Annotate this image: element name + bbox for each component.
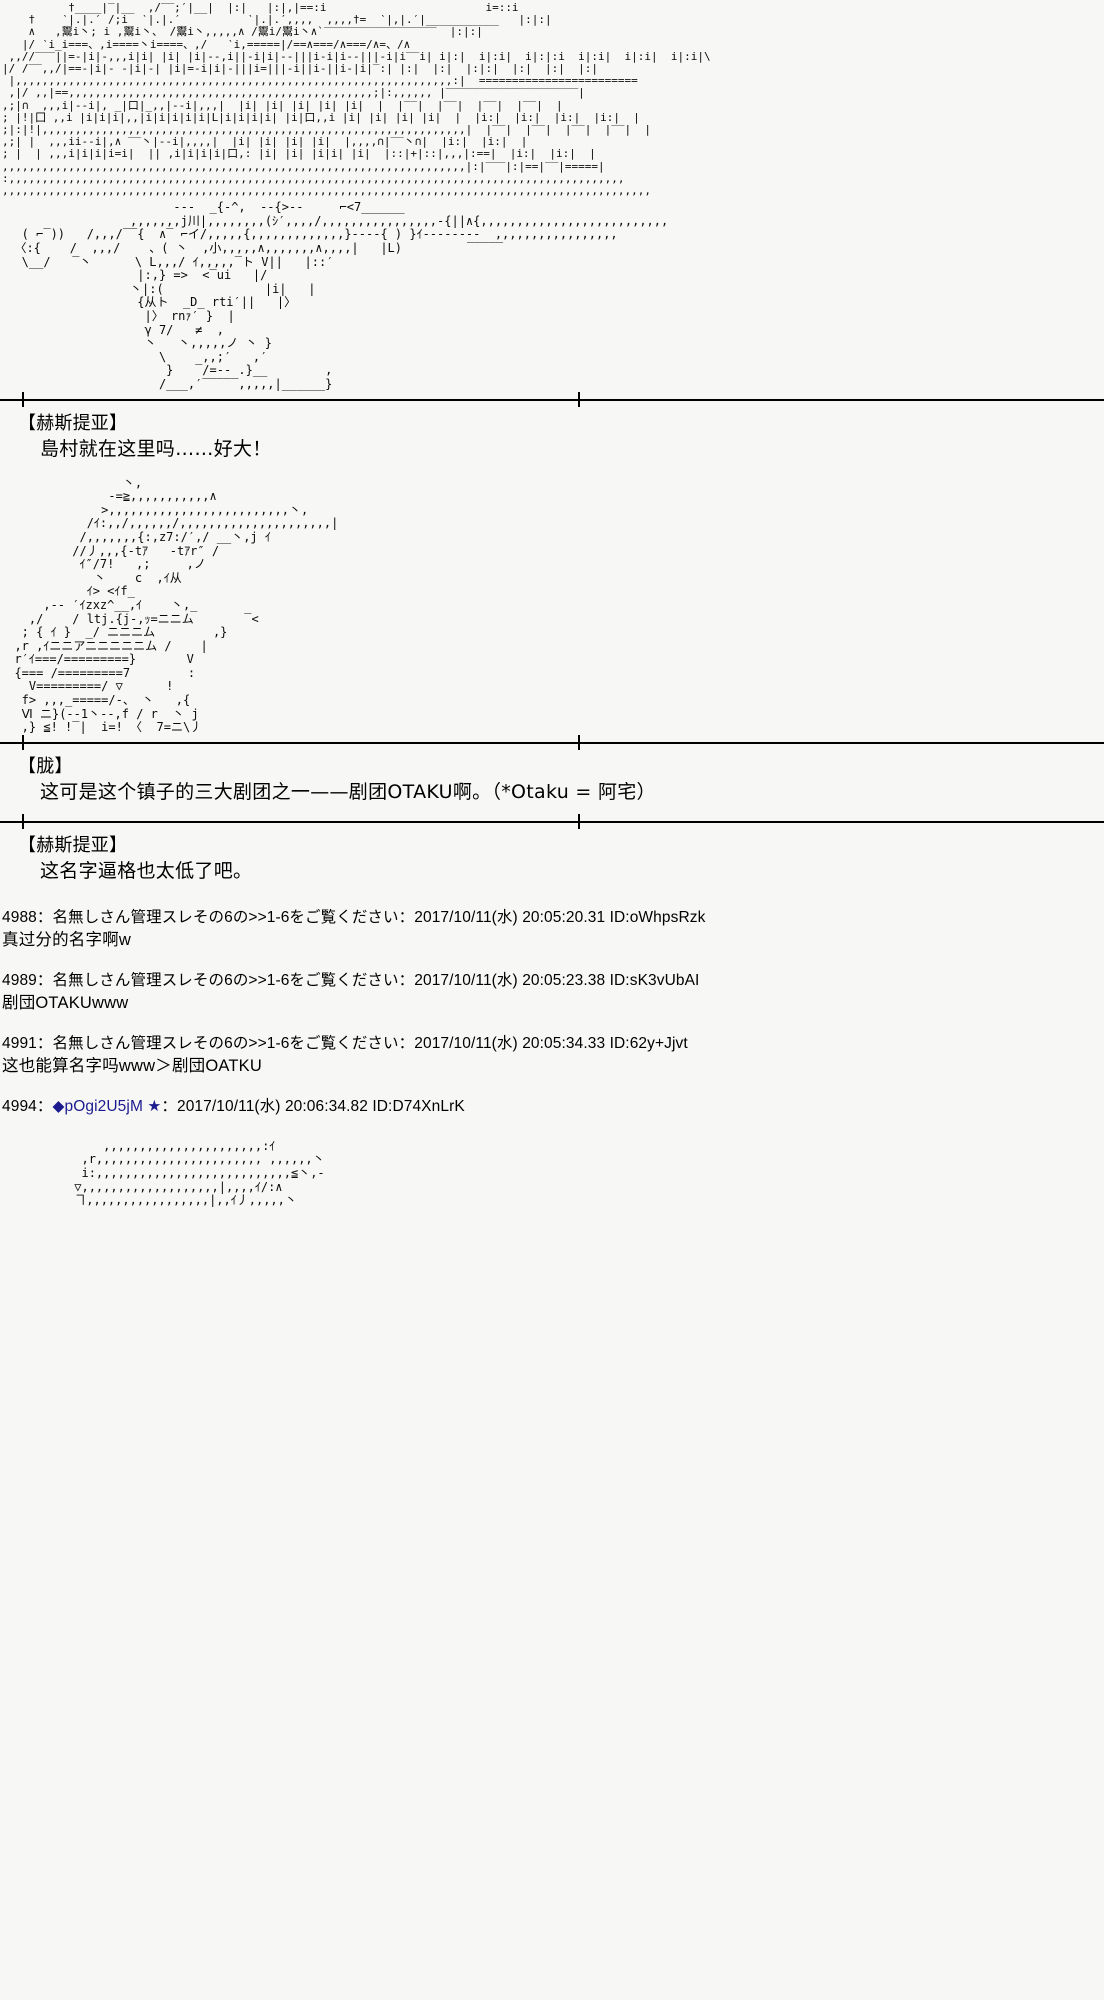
dialogue-line: 島村就在这里吗……好大！ <box>40 437 272 460</box>
separator-tick-right <box>578 391 580 407</box>
post-number: 4988 <box>2 908 37 926</box>
post-item: 4989：名無しさん管理スレその6の>>1-6をご覧ください：2017/10/1… <box>2 970 1104 1015</box>
post-number: 4991 <box>2 1034 37 1052</box>
separator-rule <box>0 820 1104 823</box>
thread-page: †____|‾|__ ,/‾‾;′|__| |:| |:|,|==:i i=::… <box>0 1 1104 1208</box>
post-item: 4991：名無しさん管理スレその6の>>1-6をご覧ください：2017/10/1… <box>2 1033 1104 1078</box>
ascii-art-character-3: ,,,,,,,,,,,,,,,,,,,,,,:ｲ ,r,,,,,,,,,,,,,… <box>74 1138 325 1208</box>
post-colon: ： <box>161 1097 177 1115</box>
post-meta: 4991：名無しさん管理スレその6の>>1-6をご覧ください：2017/10/1… <box>2 1033 1104 1055</box>
dialogue-block-3: 【赫斯提亚】 这名字逼格也太低了吧。 <box>0 828 1104 893</box>
post-meta: 4994：◆pOgi2U5jM ★：2017/10/11(水) 20:06:34… <box>2 1096 1104 1118</box>
dialogue-line: 这名字逼格也太低了吧。 <box>40 859 253 882</box>
post-author: 名無しさん管理スレその6の>>1-6をご覧ください <box>52 908 399 926</box>
separator-tick-left <box>22 391 24 407</box>
post-colon: ： <box>398 908 415 926</box>
post-colon: ： <box>36 1097 53 1115</box>
dialogue-block-1: 【赫斯提亚】 島村就在这里吗……好大！ <box>0 406 1104 471</box>
ascii-art-character-2: 丶, -=≧,,,,,,,,,,,∧ >,,,,,,,,,,,,,,,,,,,,… <box>14 475 339 735</box>
separator-tick-left <box>22 734 24 750</box>
post-star-icon: ★ <box>147 1097 162 1115</box>
post-id: ID:62y+Jjvt <box>609 1034 688 1052</box>
ascii-art-building: †____|‾|__ ,/‾‾;′|__| |:| |:|,|==:i i=::… <box>2 1 711 198</box>
dialogue-speaker: 【赫斯提亚】 <box>18 834 128 856</box>
dialogue-separator-top <box>0 391 1104 407</box>
post-author: 名無しさん管理スレその6の>>1-6をご覧ください <box>52 971 399 989</box>
post-meta: 4988：名無しさん管理スレその6の>>1-6をご覧ください：2017/10/1… <box>2 907 1104 929</box>
post-date: 2017/10/11(水) 20:05:34.33 <box>414 1034 606 1052</box>
post-id: ID:D74XnLrK <box>372 1097 465 1115</box>
post-id: ID:oWhpsRzk <box>609 908 706 926</box>
dialogue-separator-middle <box>0 734 1104 750</box>
separator-rule <box>0 741 1104 744</box>
post-number: 4994 <box>2 1097 37 1115</box>
post-colon: ： <box>36 908 53 926</box>
post-item: 4994：◆pOgi2U5jM ★：2017/10/11(水) 20:06:34… <box>2 1096 1104 1118</box>
post-item: 4988：名無しさん管理スレその6の>>1-6をご覧ください：2017/10/1… <box>2 907 1104 952</box>
post-date: 2017/10/11(水) 20:06:34.82 <box>176 1097 368 1115</box>
dialogue-block-2: 【胧】 这可是这个镇子的三大剧团之一——剧团OTAKU啊。（*Otaku = 阿… <box>0 749 1104 814</box>
separator-tick-right <box>578 813 580 829</box>
post-colon: ： <box>36 971 53 989</box>
post-colon: ： <box>398 1034 415 1052</box>
post-body: 真过分的名字啊w <box>2 930 132 949</box>
dialogue-speaker: 【胧】 <box>18 755 73 777</box>
post-colon: ： <box>398 971 415 989</box>
post-date: 2017/10/11(水) 20:05:23.38 <box>414 971 606 989</box>
post-colon: ： <box>36 1034 53 1052</box>
post-meta: 4989：名無しさん管理スレその6の>>1-6をご覧ください：2017/10/1… <box>2 970 1104 992</box>
separator-tick-right <box>578 734 580 750</box>
post-body: 这也能算名字吗www＞剧団OATKU <box>2 1056 262 1075</box>
post-tripcode: ◆pOgi2U5jM <box>52 1097 143 1115</box>
dialogue-separator-bottom <box>0 813 1104 829</box>
post-list: 4988：名無しさん管理スレその6の>>1-6をご覧ください：2017/10/1… <box>0 893 1104 1208</box>
post-body: 剧団OTAKUwww <box>2 993 129 1012</box>
ascii-art-character-1: --- _{-^, --{>-- ⌐<7______ ,,,,,,,j川|,,,… <box>14 200 669 391</box>
post-date: 2017/10/11(水) 20:05:20.31 <box>414 908 606 926</box>
post-number: 4989 <box>2 971 37 989</box>
separator-rule <box>0 398 1104 401</box>
separator-tick-left <box>22 813 24 829</box>
post-author: 名無しさん管理スレその6の>>1-6をご覧ください <box>52 1034 399 1052</box>
dialogue-line: 这可是这个镇子的三大剧团之一——剧团OTAKU啊。（*Otaku = 阿宅） <box>40 780 656 803</box>
post-id: ID:sK3vUbAI <box>609 971 700 989</box>
dialogue-speaker: 【赫斯提亚】 <box>18 412 128 434</box>
